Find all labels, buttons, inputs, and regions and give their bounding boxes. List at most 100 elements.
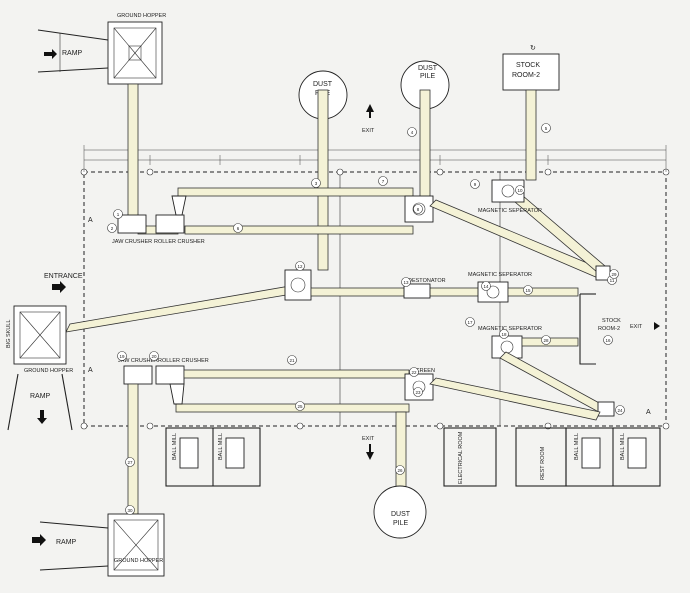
ground-hopper-top: GROUND HOPPER (107, 13, 166, 85)
electrical-room: ELECTRICAL ROOM (443, 427, 497, 487)
ramp-left-label: RAMP (30, 393, 51, 400)
ground-hopper-bottom-label: GROUND HOPPER (114, 558, 163, 564)
callout-bubble-number: 10 (517, 188, 523, 193)
callout-bubble: 26 (395, 465, 405, 475)
roller-crusher-low (155, 365, 185, 385)
conveyor-dust-2 (419, 89, 431, 211)
callout-bubble: 2 (107, 223, 117, 233)
callout-bubble: 30 (125, 505, 135, 515)
callout-bubble-number: 18 (501, 332, 507, 337)
top-dimension-lines (83, 145, 667, 172)
ball-mill-1-label: BALL MILL (172, 433, 178, 460)
callout-bubble: 10 (515, 185, 525, 195)
dust-pile-3: DUST PILE (373, 411, 427, 539)
conveyor-upper-main (184, 225, 414, 235)
callout-bubble: 1 (113, 209, 123, 219)
callout-bubble-number: 28 (543, 338, 549, 343)
callout-bubble-number: 13 (403, 280, 409, 285)
section-a-left-low: A (88, 367, 93, 374)
lower-process-line: JAW CRUSHER ROLLER CRUSHER SCREEN (118, 358, 601, 515)
ramp-left-arrow-icon (37, 410, 47, 424)
stock-room-right: STOCK ROOM-2 (579, 293, 621, 365)
section-a-left-top: A (88, 217, 93, 224)
dust-pile-3-label: DUST (391, 511, 411, 518)
callout-bubble: 24 (615, 405, 625, 415)
ball-mill-4-icon (627, 437, 647, 469)
callout-bubble-number: 6 (237, 226, 240, 231)
ramp-bottom: RAMP (32, 521, 109, 571)
exit-bottom: EXIT (362, 436, 375, 460)
callout-bubble-number: 30 (127, 508, 133, 513)
section-markers: A A A (88, 217, 651, 416)
roller-crusher-low-label: ROLLER CRUSHER (158, 358, 209, 364)
ground-hopper-left-label: GROUND HOPPER (24, 368, 73, 374)
ball-mill-1-icon (179, 437, 199, 469)
exit-bottom-label: EXIT (362, 436, 375, 442)
callout-bubble: 7 (378, 176, 388, 186)
diag-conveyor-4 (429, 377, 601, 421)
rest-room: REST ROOM (515, 427, 567, 487)
exit-bottom-arrow-icon (366, 452, 374, 460)
ramp-top-label: RAMP (62, 50, 83, 57)
conveyor-bottom-hopper (127, 383, 139, 515)
callout-bubble-number: 16 (605, 338, 611, 343)
ramp-arrow-icon (44, 49, 57, 59)
right-upper-diagonals: MAGNETIC SEPERATOR (429, 179, 613, 281)
ball-mill-block-right: BALL MILL BALL MILL (565, 427, 661, 487)
conveyor-to-stock (507, 287, 579, 297)
conveyor-middle-main (310, 287, 482, 297)
callout-bubble-number: 29 (611, 272, 617, 277)
callout-bubble: 8 (413, 204, 423, 214)
callout-bubble: 28 (541, 335, 551, 345)
callout-bubble-number: 26 (397, 468, 403, 473)
callout-bubble: 17 (465, 317, 475, 327)
conveyor-skull-feed (65, 285, 293, 333)
callout-bubble: 6 (233, 223, 243, 233)
dust-pile-1: DUST PILE (298, 70, 348, 271)
dust-pile-2: DUST PILE (400, 60, 450, 211)
conveyor-lower-main (183, 369, 410, 379)
callout-bubble: 23 (413, 387, 423, 397)
magnetic-separator-top-label: MAGNETIC SEPERATOR (478, 208, 542, 214)
dust-pile-3-label2: PILE (393, 520, 409, 527)
exit-right-arrow-icon (654, 322, 660, 330)
roller-crusher-top (155, 214, 185, 234)
middle-crusher (284, 269, 312, 301)
callout-bubble: 22 (409, 367, 419, 377)
callout-bubble: 19 (117, 351, 127, 361)
conveyor-upper-return (177, 187, 414, 197)
big-skull-label: BIG SKULL (6, 320, 12, 348)
rest-room-label: REST ROOM (540, 446, 546, 480)
callout-bubble-number: 11 (610, 278, 615, 283)
conveyor-stock-2 (525, 89, 537, 181)
dust-pile-2-label2: PILE (420, 73, 436, 80)
stock-room-2-label: STOCK (516, 62, 540, 69)
roller-crusher-top-label: ROLLER CRUSHER (154, 239, 205, 245)
grid-markers-top (80, 168, 670, 430)
callout-bubble-number: 20 (151, 354, 157, 359)
callout-bubble-number: 4 (411, 130, 414, 135)
ramp-left: RAMP (7, 373, 73, 431)
callout-bubble: 21 (287, 355, 297, 365)
callout-bubble-number: 23 (415, 390, 421, 395)
entrance-arrow-icon (52, 281, 66, 293)
stock-room-2: STOCK ROOM-2 ↻ (502, 45, 560, 181)
section-a-right: A (646, 409, 651, 416)
ramp-top: RAMP (37, 29, 109, 73)
callout-bubble-number: 19 (119, 354, 125, 359)
hopper-chute-low (169, 383, 185, 405)
transfer-box-low (597, 401, 615, 417)
callout-bubble-number: 7 (382, 179, 385, 184)
exit-top-label: EXIT (362, 128, 375, 134)
callout-bubble-number: 3 (315, 181, 318, 186)
stock-arrow-icon: ↻ (530, 45, 536, 52)
jaw-crusher-top (117, 214, 147, 234)
magnetic-separator-low-label: MAGNETIC SEPERATOR (478, 326, 542, 332)
callout-bubble-number: 21 (289, 358, 295, 363)
diag-conveyor-2 (507, 189, 613, 279)
callout-bubble: 27 (125, 457, 135, 467)
callout-bubble: 5 (541, 123, 551, 133)
lower-right-separators: MAGNETIC SEPERATOR (478, 326, 615, 417)
